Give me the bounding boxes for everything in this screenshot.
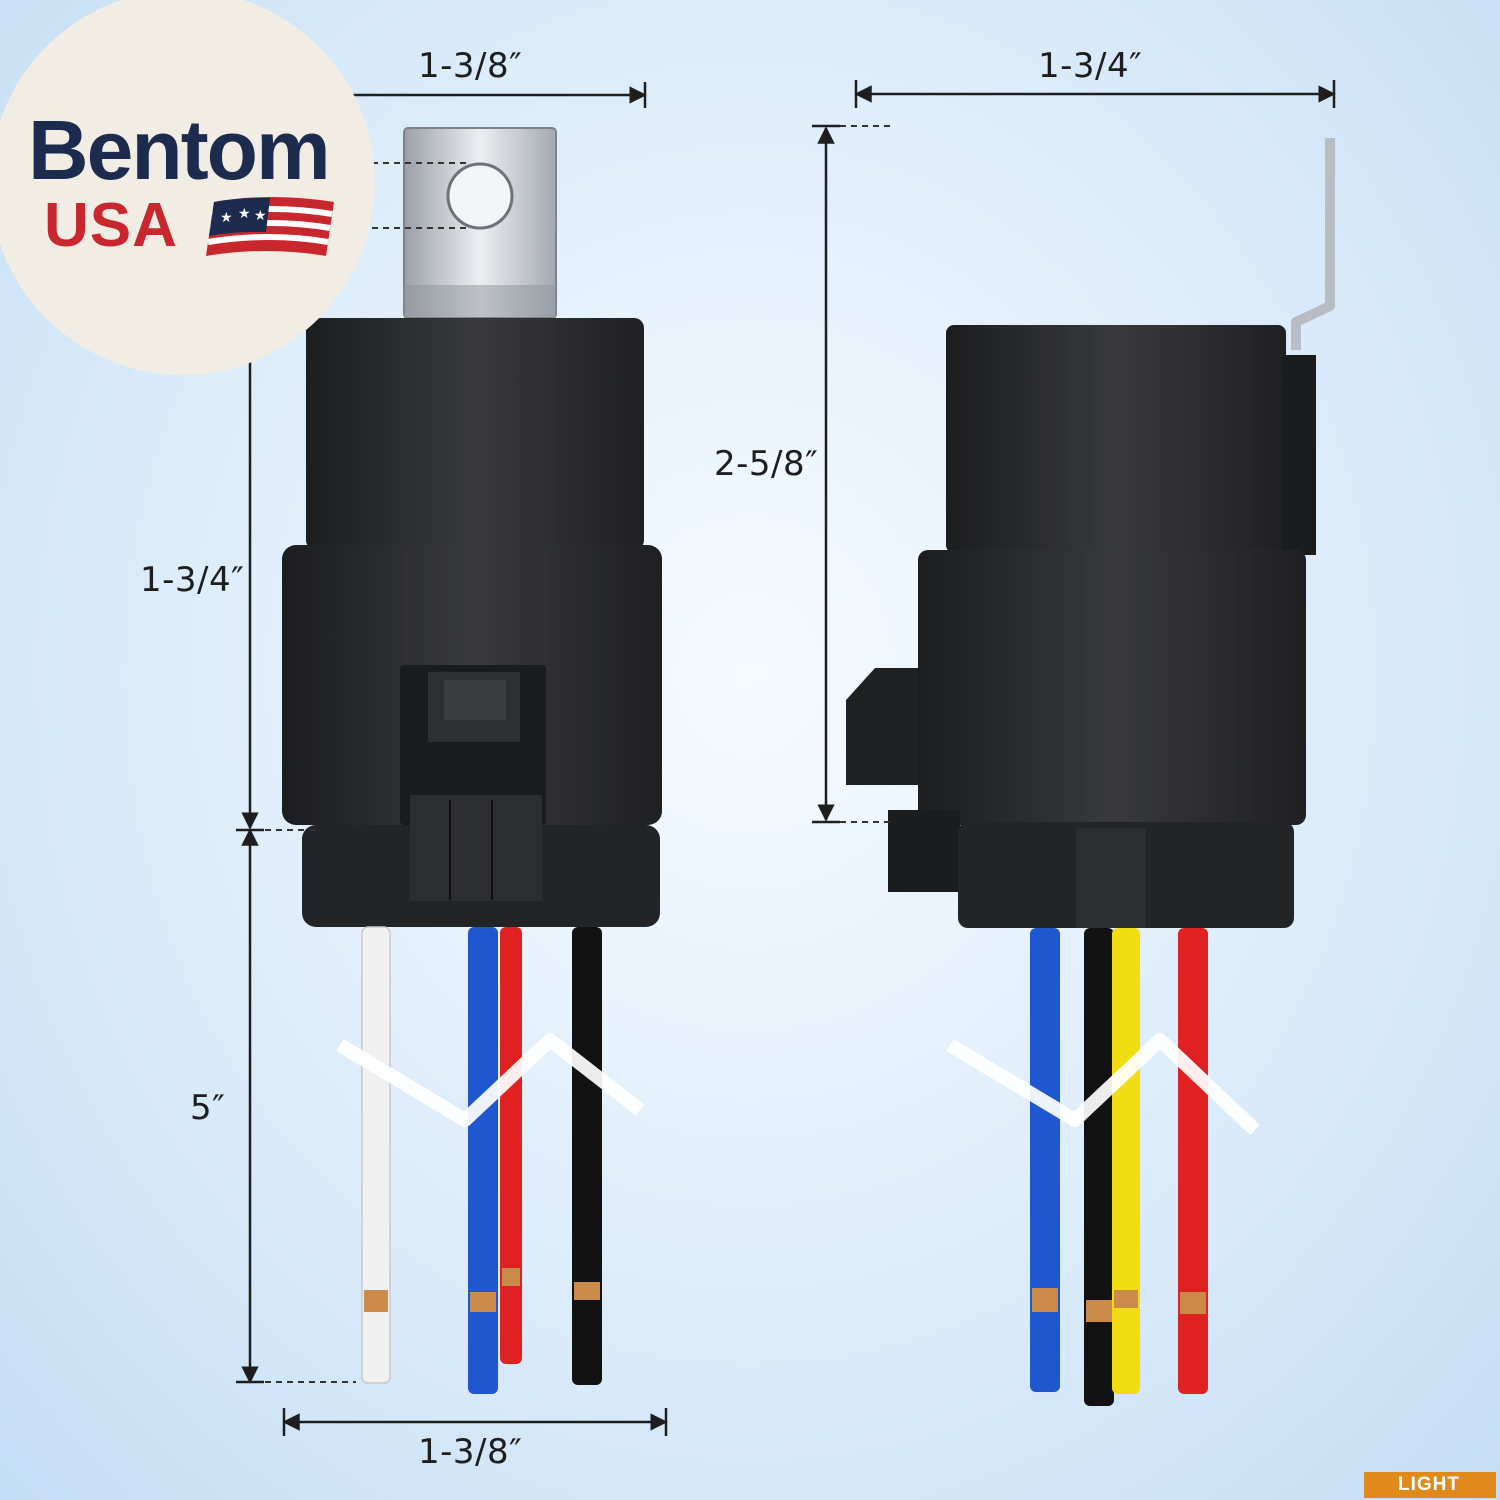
wire-break-mark [336, 1033, 645, 1127]
dimension-bottom-width: 1-3/8″ [418, 1432, 523, 1472]
flag-icon: ★ ★ ★ [206, 197, 334, 256]
dimension-top-right-width: 1-3/4″ [1038, 46, 1143, 86]
wire-black [572, 927, 602, 1385]
wire-blue-side [1030, 928, 1060, 1392]
relay-socket-housing-side [918, 550, 1306, 825]
left-wires [361, 926, 602, 1394]
side-bracket [1291, 138, 1335, 350]
brand-badge [0, 0, 375, 375]
wire-red [500, 927, 522, 1364]
watermark-text: LIGHT [1398, 1474, 1460, 1495]
brand-country: USA [44, 191, 178, 260]
watermark-logo: LIGHT [1364, 1472, 1496, 1498]
svg-text:★: ★ [238, 206, 251, 222]
brand-name: Bentom [28, 103, 331, 197]
wire-yellow-side [1112, 928, 1140, 1394]
wire-break-mark-side [946, 1033, 1260, 1136]
dimension-total-height: 2-5/8″ [714, 444, 819, 484]
extension-lines [265, 125, 890, 1383]
right-relay [846, 138, 1335, 1406]
dimension-top-left-width: 1-3/8″ [418, 46, 523, 86]
dimension-lines [236, 80, 1336, 1436]
relay-top-housing [306, 318, 644, 550]
wire-black-side [1084, 928, 1114, 1406]
right-wires [1030, 928, 1208, 1406]
left-relay [282, 127, 662, 1394]
mounting-hole [446, 162, 514, 230]
relay-top-housing-side [946, 325, 1286, 553]
svg-text:★: ★ [254, 208, 267, 224]
dimension-left-body-height: 1-3/4″ [140, 560, 245, 600]
wire-white [361, 926, 391, 1384]
dimension-wire-length: 5″ [190, 1088, 226, 1128]
wire-blue [468, 927, 498, 1394]
svg-text:★: ★ [220, 210, 233, 226]
wire-red-side [1178, 928, 1208, 1394]
